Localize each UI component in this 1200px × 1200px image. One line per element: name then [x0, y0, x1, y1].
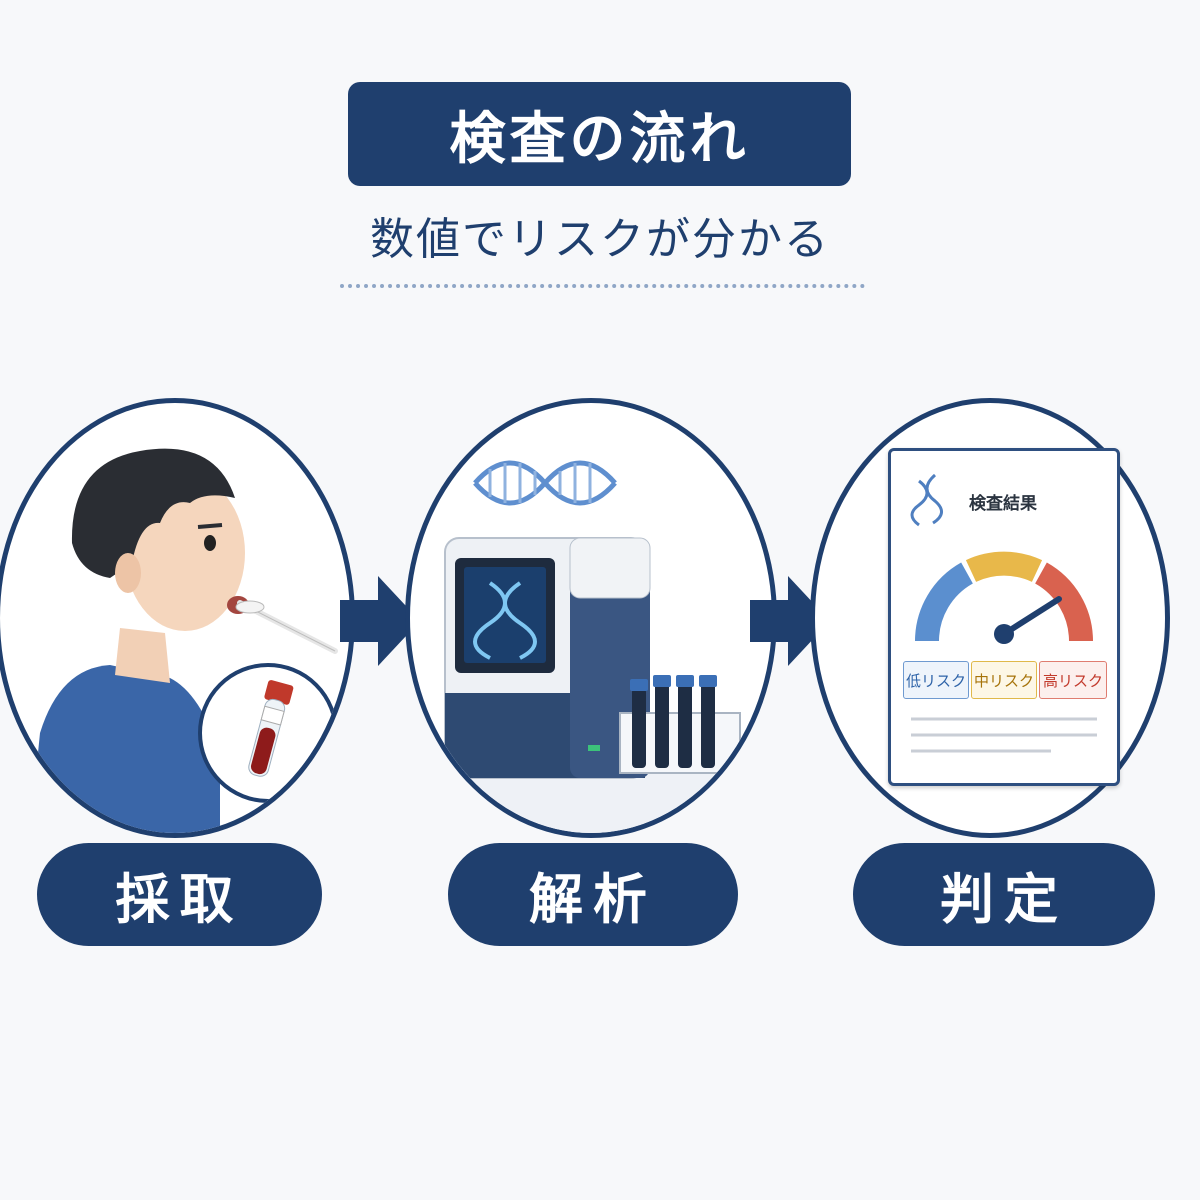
step-analysis-illustration — [405, 398, 777, 838]
step-label-analysis: 解析 — [448, 843, 738, 946]
arrow-right-icon — [750, 576, 830, 670]
legend-mid-risk: 中リスク — [971, 661, 1037, 699]
legend-high-risk: 高リスク — [1039, 661, 1107, 699]
gauge-icon — [910, 473, 1097, 753]
test-result-report: 検査結果 低リスク 中リスク 高リスク — [888, 448, 1120, 786]
step-label-sampling: 採取 — [37, 843, 322, 946]
page-subtitle: 数値でリスクが分かる — [370, 214, 830, 265]
page-title: 検査の流れ — [348, 82, 851, 186]
step-sampling-illustration — [0, 398, 355, 838]
legend-low-risk: 低リスク — [903, 661, 969, 699]
person-swab-icon — [30, 448, 338, 833]
arrow-right-icon — [340, 576, 420, 670]
dotted-divider — [340, 284, 865, 288]
dna-analyzer-icon — [410, 460, 772, 833]
step-label-judgement: 判定 — [853, 843, 1155, 946]
report-title: 検査結果 — [969, 494, 1037, 514]
